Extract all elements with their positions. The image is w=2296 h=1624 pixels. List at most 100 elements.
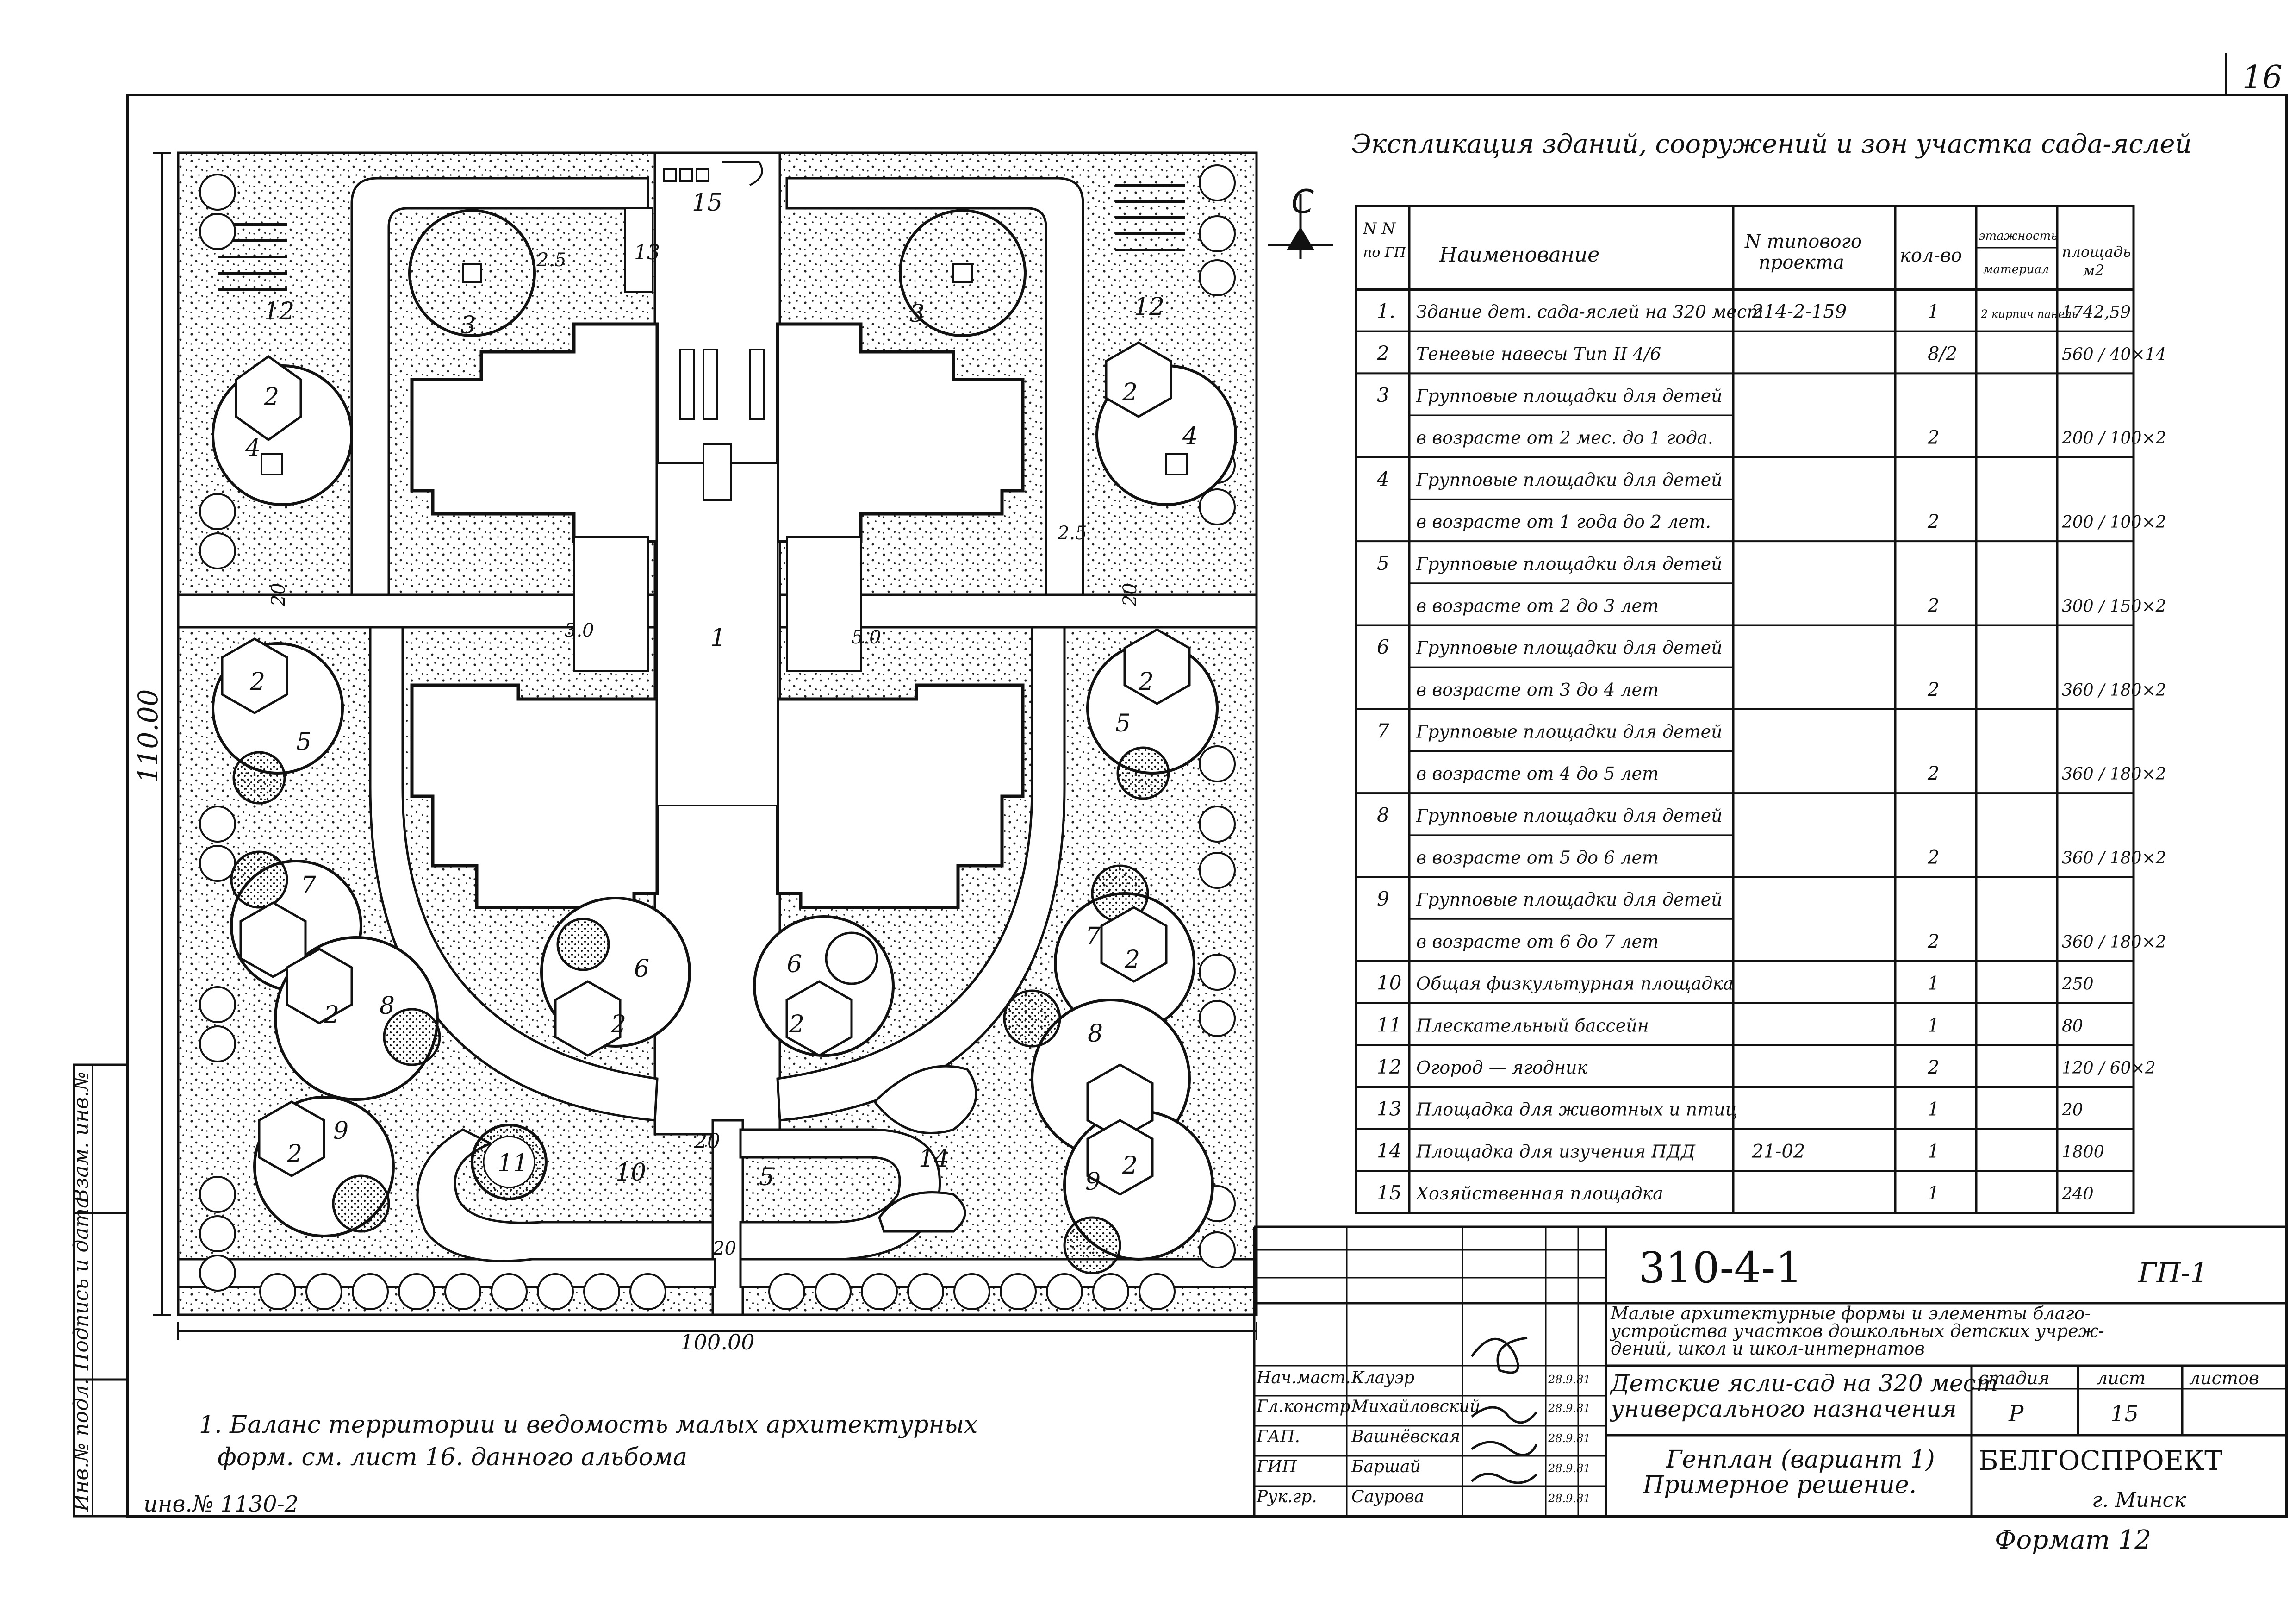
row-floors: 2 кирпич панель — [1980, 308, 2078, 321]
row-name: Здание дет. сада-яслей на 320 мест — [1416, 302, 1763, 322]
col-floors-header-2: материал — [1983, 262, 2049, 276]
row-qty: 8/2 — [1928, 343, 1957, 364]
plan-label: 10 — [616, 1159, 646, 1187]
row-area: 360 / 180×2 — [2062, 933, 2166, 952]
row-area: 1800 — [2062, 1143, 2104, 1162]
row-project: 21-02 — [1751, 1141, 1805, 1162]
sandbox-squares — [261, 263, 1188, 475]
row-area: 120 / 60×2 — [2062, 1059, 2156, 1078]
person-role: ГИП — [1256, 1457, 1297, 1476]
person-date: 28.9.81 — [1548, 1402, 1591, 1415]
explication-row-lines — [1356, 330, 2134, 1172]
plan-label: 6 — [787, 950, 802, 978]
plan-label: 2 — [286, 1140, 302, 1168]
row-qty: 2 — [1927, 511, 1939, 532]
row-name-2: в возрасте от 4 до 5 лет — [1416, 763, 1659, 784]
row-number: 12 — [1377, 1056, 1401, 1078]
row-number: 13 — [1377, 1098, 1401, 1120]
stage-value: Р — [2008, 1401, 2024, 1427]
row-area: 560 / 40×14 — [2062, 345, 2166, 364]
plan-label: 5 — [759, 1163, 774, 1191]
row-name: Хозяйственная площадка — [1415, 1183, 1663, 1204]
plan-label: 1 — [710, 624, 726, 652]
plan-label: 3 — [460, 312, 476, 339]
plan-label: 8 — [380, 992, 395, 1020]
row-area: 1742,59 — [2062, 303, 2131, 322]
stamp-description-1: Малые архитектурные формы и элементы бла… — [1610, 1303, 2091, 1324]
row-area: 200 / 100×2 — [2061, 429, 2166, 448]
row-number: 2 — [1376, 342, 1389, 364]
row-area: 200 / 100×2 — [2061, 513, 2166, 532]
row-area: 80 — [2062, 1017, 2083, 1036]
row-project: 214-2-159 — [1751, 301, 1847, 323]
row-qty: 2 — [1927, 595, 1939, 616]
side-stamp-inventory: Инв.№ подл. — [69, 1379, 93, 1512]
plan-label: 2 — [789, 1011, 804, 1038]
sheet-value: 15 — [2110, 1401, 2139, 1427]
stamp-title-2: универсального назначения — [1610, 1395, 1957, 1422]
row-area: 360 / 180×2 — [2062, 849, 2166, 868]
dimension-label: 3.0 — [565, 620, 594, 641]
organization: БЕЛГОСПРОЕКТ — [1979, 1445, 2222, 1476]
row-name: Групповые площадки для детей — [1416, 386, 1723, 406]
row-number: 9 — [1377, 887, 1389, 910]
person-role: Нач.маст. — [1256, 1368, 1351, 1387]
row-name: Групповые площадки для детей — [1416, 554, 1723, 574]
col-num-header-2: по ГП — [1363, 244, 1406, 261]
plan-label: 2 — [263, 383, 279, 411]
row-name: Общая физкультурная площадка — [1416, 974, 1734, 994]
plan-label: 2 — [610, 1011, 626, 1038]
dimension-height: 110.00 — [132, 689, 164, 783]
row-qty: 2 — [1927, 679, 1939, 700]
stamp-subtitle-1: Генплан (вариант 1) — [1666, 1446, 1935, 1474]
side-stamp-signature: Подпись и дата — [69, 1196, 93, 1371]
dimension-label: 20 — [712, 1238, 736, 1259]
signatures — [1470, 1337, 1538, 1484]
title-block: 310-4-1 ГП-1 Малые архитектурные формы и… — [1610, 1243, 2259, 1512]
plan-label: 4 — [245, 434, 261, 462]
row-qty: 2 — [1927, 931, 1939, 952]
row-qty: 2 — [1927, 847, 1939, 868]
row-name-2: в возрасте от 5 до 6 лет — [1416, 848, 1659, 868]
row-name-2: в возрасте от 2 до 3 лет — [1416, 595, 1659, 616]
title-block-grid — [1253, 1225, 2286, 1516]
plan-label: 12 — [264, 298, 294, 325]
stamp-description-3: дений, школ и школ-интернатов — [1611, 1338, 1925, 1359]
row-area: 360 / 180×2 — [2062, 681, 2166, 700]
row-name: Площадка для животных и птиц — [1416, 1099, 1737, 1120]
dimension-label: 20 — [1120, 583, 1141, 607]
person-name: Клауэр — [1351, 1368, 1414, 1387]
person-name: Саурова — [1351, 1487, 1424, 1506]
row-number: 8 — [1377, 804, 1389, 826]
dimension-label: 2.5 — [536, 250, 566, 271]
person-date: 28.9.81 — [1548, 1373, 1591, 1386]
stamp-title-1: Детские ясли-сад на 320 мест — [1610, 1370, 1998, 1397]
explication-rows: 1. Здание дет. сада-яслей на 320 мест214-… — [1376, 300, 2166, 1204]
row-qty: 2 — [1927, 1057, 1939, 1078]
row-qty: 1 — [1928, 1015, 1939, 1036]
sheet-code: ГП-1 — [2138, 1257, 2208, 1289]
shrub-clumps — [230, 746, 1170, 1274]
plan-label: 15 — [692, 189, 722, 217]
row-number: 15 — [1377, 1181, 1401, 1204]
row-name: Групповые площадки для детей — [1416, 806, 1723, 826]
plan-label: 4 — [1182, 423, 1198, 450]
col-area-header: площадь — [2062, 243, 2131, 261]
col-num-header: N N — [1363, 219, 1396, 238]
row-area: 250 — [2061, 975, 2094, 994]
row-name: Огород — ягодник — [1416, 1057, 1588, 1078]
row-number: 1. — [1377, 300, 1395, 323]
plan-label: 13 — [634, 241, 660, 264]
row-name-2: в возрасте от 1 года до 2 лет. — [1416, 512, 1711, 532]
stage-header: стадия — [1979, 1368, 2050, 1388]
plan-label: 2 — [1138, 668, 1154, 696]
plan-label: 12 — [1134, 293, 1164, 321]
person-role: ГАП. — [1256, 1427, 1300, 1446]
sheet-number: 16 — [2242, 59, 2283, 96]
sheet-header: лист — [2097, 1368, 2146, 1388]
inventory-number: инв.№ 1130-2 — [143, 1491, 299, 1517]
side-stamp-replace: Взам. инв.№ — [69, 1071, 93, 1204]
